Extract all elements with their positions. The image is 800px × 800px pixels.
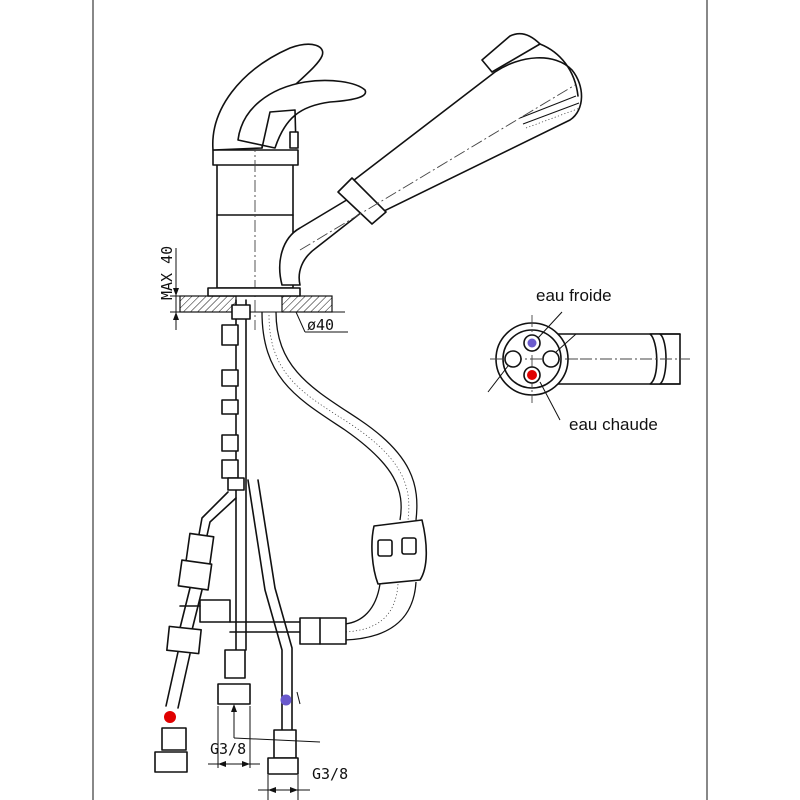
hot-marker-left bbox=[164, 711, 176, 723]
thread-dimension-right bbox=[258, 775, 310, 800]
spray-nozzles bbox=[519, 95, 581, 129]
max-height-label: MAX 40 bbox=[158, 246, 176, 300]
faucet-body bbox=[212, 100, 299, 330]
lever-handle bbox=[212, 43, 367, 151]
cold-inlet-dot bbox=[527, 338, 537, 348]
max-height-dimension bbox=[170, 248, 200, 330]
hole-diameter-dimension bbox=[295, 311, 348, 333]
cold-water-label: eau froide bbox=[536, 286, 612, 305]
cold-marker-right bbox=[280, 694, 292, 706]
flexible-hose bbox=[261, 311, 428, 645]
hot-water-label: eau chaude bbox=[569, 415, 658, 434]
thread-left-label: G3/8 bbox=[210, 740, 246, 758]
hole-diameter-label: ø40 bbox=[307, 316, 334, 334]
countertop-section bbox=[170, 287, 345, 313]
supply-pipes bbox=[154, 299, 306, 775]
pullout-spout bbox=[278, 32, 583, 286]
thread-dimension-left bbox=[208, 704, 321, 768]
thread-right-label: G3/8 bbox=[312, 765, 348, 783]
hot-inlet-dot bbox=[527, 370, 537, 380]
inlet-detail-view bbox=[487, 311, 690, 421]
